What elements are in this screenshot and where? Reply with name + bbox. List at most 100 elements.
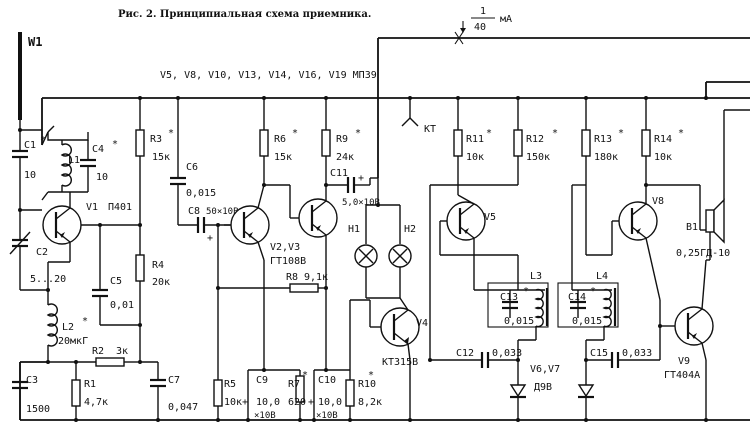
- r11-ref: R11: [466, 134, 484, 145]
- c15-value: 0,033: [622, 348, 652, 359]
- antenna-w1: W1: [18, 32, 42, 150]
- tank-l3-c13: L3 C13 * 0,015: [473, 255, 549, 340]
- capacitor-c1: C1 * 10: [12, 129, 46, 210]
- c1-star: *: [40, 135, 46, 146]
- c12-ref: C12: [456, 348, 474, 359]
- r13-ref: R13: [594, 134, 612, 145]
- r1-ref: R1: [84, 379, 96, 390]
- c5-ref: C5: [110, 276, 122, 287]
- v5-ref: V5: [484, 212, 496, 223]
- capacitor-c12: C12 0,033: [428, 348, 522, 368]
- r10-value: 8,2к: [358, 397, 382, 408]
- c4-ref: C4: [92, 144, 104, 155]
- transistor-v4: V4 КТ315В: [349, 297, 428, 420]
- v6v7-value: Д9В: [534, 382, 552, 393]
- r12-value: 150к: [526, 152, 550, 163]
- r12-star: *: [552, 128, 558, 139]
- v4-ref: V4: [416, 318, 428, 329]
- r7-star: *: [302, 370, 308, 381]
- c11-value: 5,0×10В: [342, 198, 380, 208]
- kt-label: КТ: [424, 124, 436, 135]
- c9-value: 10,0: [256, 397, 280, 408]
- r14-star: *: [678, 128, 684, 139]
- r13-star: *: [618, 128, 624, 139]
- resistor-r12: R12 * 150к: [429, 98, 558, 360]
- r8-ref: R8: [286, 272, 298, 283]
- c9-plus: +: [242, 397, 248, 408]
- transistor-list-note: V5, V8, V10, V13, V14, V16, V19 МП39: [160, 70, 377, 81]
- meter-numerator: 1: [480, 6, 486, 17]
- r9-ref: R9: [336, 134, 348, 145]
- l2-star: *: [82, 316, 88, 327]
- tank-l4-c14: L4 C14 * 0,015: [557, 271, 619, 340]
- c7-ref: C7: [168, 375, 180, 386]
- v6v7-ref: V6,V7: [530, 364, 560, 375]
- r14-ref: R14: [654, 134, 672, 145]
- transistor-v5: V5: [439, 194, 518, 260]
- milliammeter-mark: 1 40 мА: [454, 6, 512, 45]
- h1-ref: H1: [348, 224, 360, 235]
- supply-rails: [19, 37, 750, 421]
- bias-r3-r4-c5: R3 * 15к R4 20к C5 0,01: [92, 98, 174, 362]
- c11-plus: +: [358, 173, 364, 184]
- r3-ref: R3: [150, 134, 162, 145]
- meter-unit: мА: [500, 14, 512, 25]
- capacitor-c11: C11 + 5,0×10В: [326, 168, 380, 208]
- r2-value: 3к: [116, 346, 128, 357]
- resistor-r1: R1 4,7к: [71, 360, 108, 420]
- r6-value: 15к: [274, 152, 292, 163]
- resistor-r8: R8 9,1к: [216, 225, 328, 380]
- c9-ref: C9: [256, 375, 268, 386]
- capacitor-c9: C9 10,0 ×10В: [247, 260, 280, 421]
- inductor-l2: L2 * 20мкГ: [46, 262, 88, 362]
- c10-ref: C10: [318, 375, 336, 386]
- c13-value: 0,015: [504, 316, 534, 327]
- capacitor-c10: C10 10,0 ×10В: [313, 260, 350, 421]
- v8-ref: V8: [652, 196, 664, 207]
- c11-ref: C11: [330, 168, 348, 179]
- r12-ref: R12: [526, 134, 544, 145]
- resistor-r11: R11 * 10к: [453, 98, 492, 195]
- diode-v7: [577, 339, 604, 420]
- r4-ref: R4: [152, 260, 164, 271]
- resistor-r13: R13 * 180к: [571, 98, 624, 290]
- r4-value: 20к: [152, 277, 170, 288]
- transistor-v1: V1 П401: [42, 192, 140, 263]
- c12-value: 0,033: [492, 348, 522, 359]
- meter-denominator: 40: [474, 22, 486, 33]
- resistor-r5: R5 10к +: [213, 379, 248, 420]
- c4-star: *: [112, 139, 118, 150]
- r9-star: *: [355, 128, 361, 139]
- c15-ref: C15: [590, 348, 608, 359]
- b1-ref: B1: [686, 222, 698, 233]
- c2-ref: C2: [36, 247, 48, 258]
- v4-value: КТ315В: [382, 357, 418, 368]
- c9-value2: ×10В: [254, 411, 276, 421]
- c3-ref: C3: [26, 375, 38, 386]
- r1-value: 4,7к: [84, 397, 108, 408]
- capacitor-c15: C15 0,033: [586, 348, 660, 368]
- r14-value: 10к: [654, 152, 672, 163]
- r3-star: *: [168, 128, 174, 139]
- capacitor-c3: C3 1500: [12, 362, 50, 420]
- resistor-r6: R6 * 15к: [259, 98, 298, 187]
- r6-star: *: [292, 128, 298, 139]
- c5-value: 0,01: [110, 300, 134, 311]
- r3-value: 15к: [152, 152, 170, 163]
- l3-ref: L3: [530, 271, 542, 282]
- r11-value: 10к: [466, 152, 484, 163]
- r9-value: 24к: [336, 152, 354, 163]
- r10-star: *: [368, 370, 374, 381]
- l4-ref: L4: [596, 271, 608, 282]
- r11-star: *: [486, 128, 492, 139]
- c8-value: 50×10В: [206, 207, 239, 217]
- capacitor-c7: C7 0,047: [140, 361, 198, 420]
- resistor-r2: R2 3к: [48, 346, 140, 367]
- v1-ref: V1: [86, 202, 98, 213]
- c10-value: 10,0: [318, 397, 342, 408]
- r6-ref: R6: [274, 134, 286, 145]
- speaker-b1: B1 0,25ГД-10: [676, 109, 750, 261]
- transistor-v9: V9 ГТ404А: [658, 259, 714, 420]
- r5-value: 10к: [224, 397, 242, 408]
